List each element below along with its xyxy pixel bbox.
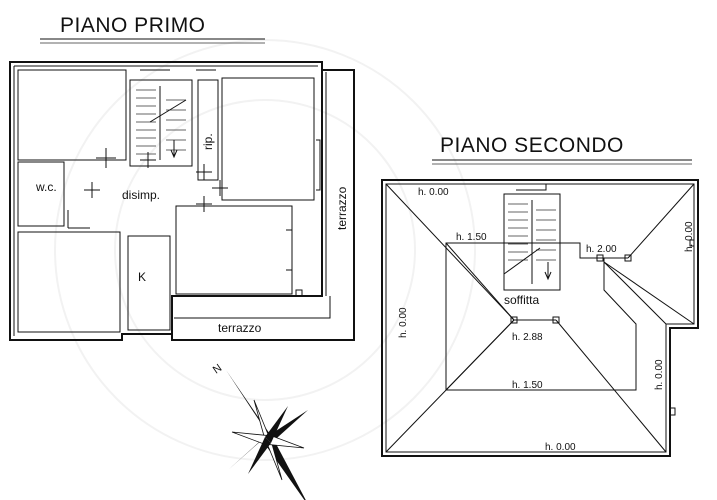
- room-top-left: [17, 69, 127, 161]
- floor1-staircase: [129, 79, 193, 167]
- roof-lines: [385, 183, 695, 453]
- label-kitchen: K: [138, 270, 146, 284]
- watermark: [54, 39, 476, 461]
- label-h-left: h. 0.00: [398, 307, 409, 338]
- label-h-288: h. 2.88: [512, 332, 543, 343]
- room-rip: [197, 79, 219, 181]
- room-top-right: [221, 77, 315, 201]
- label-h-top-left: h. 0.00: [418, 187, 449, 198]
- room-middle-right: [175, 205, 293, 295]
- floor1-title: PIANO PRIMO: [60, 14, 206, 37]
- stair-treads: [136, 86, 187, 160]
- compass-north-label: N: [211, 362, 224, 376]
- label-h-right-bottom: h. 0.00: [654, 359, 665, 390]
- floor2-plan: PIANO SECONDO: [381, 134, 699, 457]
- floor2-title: PIANO SECONDO: [440, 134, 624, 157]
- label-h-right-top: h. 0.00: [684, 221, 695, 252]
- terrace-outline: [171, 69, 355, 341]
- window-marks: [9, 61, 216, 341]
- floor1-plan: PIANO PRIMO: [9, 14, 355, 341]
- label-h-bottom: h. 0.00: [545, 442, 576, 453]
- label-terrazzo-right: terrazzo: [335, 186, 349, 230]
- compass-star: [226, 370, 308, 500]
- label-disimp: disimp.: [122, 188, 160, 202]
- floor1-outer-wall: [9, 61, 323, 341]
- door-markers: [84, 148, 303, 297]
- label-h-200: h. 2.00: [586, 244, 617, 255]
- room-bottom-left: [17, 231, 121, 333]
- label-h-150-lower: h. 1.50: [512, 380, 543, 391]
- label-soffitta: soffitta: [504, 293, 539, 307]
- compass-rose: N: [211, 362, 308, 500]
- floor2-staircase: [503, 183, 561, 291]
- label-wc: w.c.: [35, 180, 57, 194]
- label-terrazzo-bottom: terrazzo: [218, 321, 262, 335]
- room-wc: [17, 161, 65, 227]
- label-rip: rip.: [201, 133, 215, 150]
- roof-outline: [381, 179, 699, 457]
- roof-posts: [510, 239, 695, 416]
- label-h-150-upper: h. 1.50: [456, 232, 487, 243]
- room-kitchen: [127, 235, 171, 331]
